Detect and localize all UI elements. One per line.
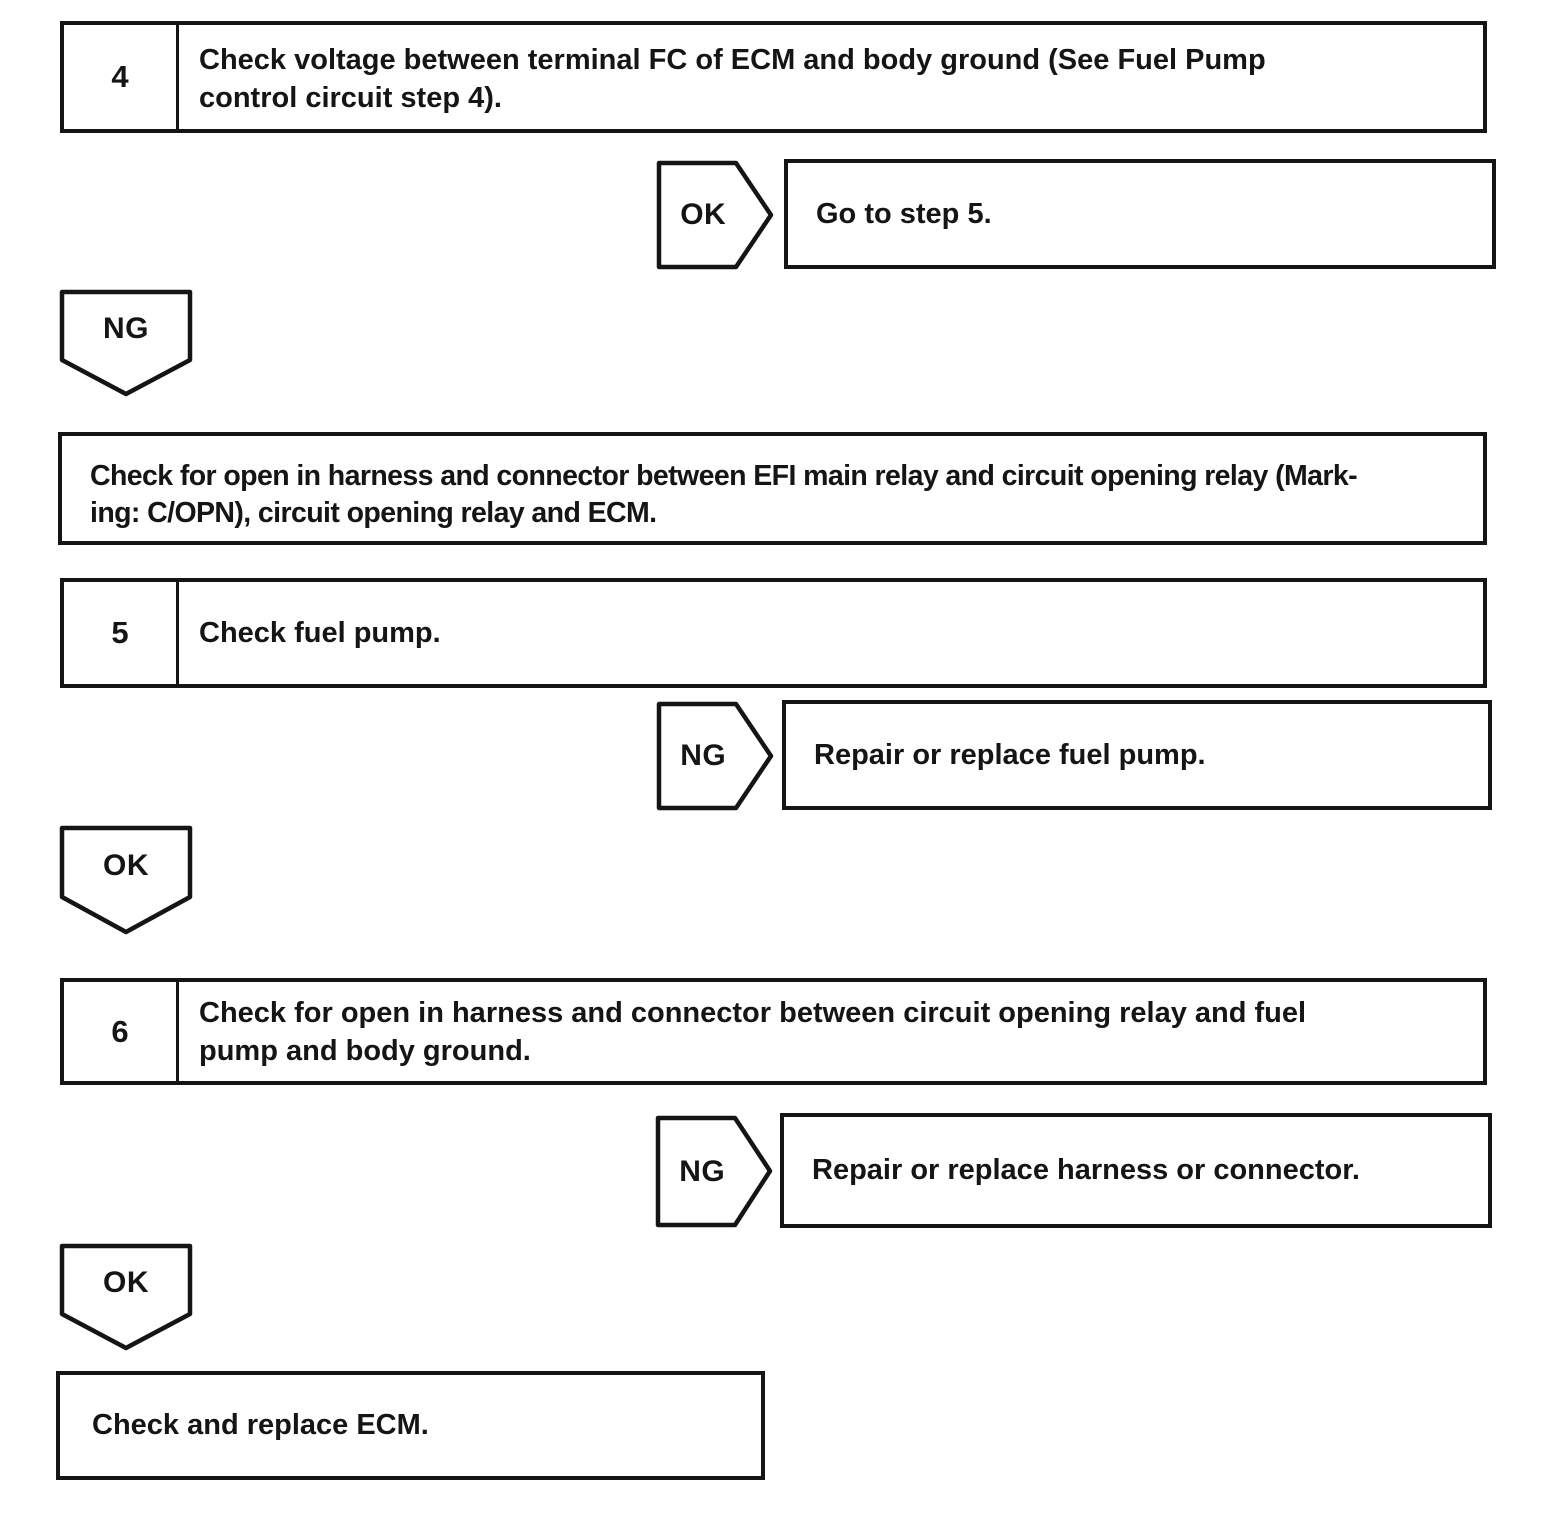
step-4-text: Check voltage between terminal FC of ECM… <box>179 25 1483 129</box>
ok-down-label: OK <box>103 1266 149 1300</box>
check-open-harness-efi-box: Check for open in harness and connector … <box>58 432 1487 545</box>
ng-down-label: NG <box>103 312 149 346</box>
down-pentagon-icon <box>59 289 193 397</box>
ok-down-pentagon-step6: OK <box>58 1242 194 1352</box>
ng-branch-pentagon-step6: NG <box>655 1115 773 1228</box>
step-4-number: 4 <box>64 25 179 129</box>
step-6-text-line-1: Check for open in harness and connector … <box>199 997 1307 1029</box>
step-6-text-line-2: pump and body ground. <box>199 1035 531 1067</box>
ng-branch-pentagon-step5: NG <box>656 701 774 811</box>
repair-harness-connector-box: Repair or replace harness or connector. <box>780 1113 1492 1228</box>
repair-fuel-pump-text: Repair or replace fuel pump. <box>814 738 1206 771</box>
ok-down-pentagon-step5: OK <box>58 824 194 936</box>
ng-branch-label: NG <box>680 739 727 772</box>
step-6-text: Check for open in harness and connector … <box>179 982 1483 1081</box>
right-pentagon-icon <box>655 1115 773 1228</box>
step-5-text-line-1: Check fuel pump. <box>199 617 441 649</box>
check-replace-ecm-box: Check and replace ECM. <box>56 1371 765 1480</box>
down-pentagon-icon <box>59 825 193 935</box>
step-5-box: 5 Check fuel pump. <box>60 578 1487 688</box>
ng-branch-label: NG <box>679 1154 726 1188</box>
check-open-harness-efi-line-2: ing: C/OPN), circuit opening relay and E… <box>90 497 657 529</box>
step-5-text: Check fuel pump. <box>179 582 1483 684</box>
check-replace-ecm-text: Check and replace ECM. <box>92 1409 429 1441</box>
ok-down-label: OK <box>103 848 149 882</box>
step-6-number: 6 <box>64 982 179 1081</box>
ok-branch-pentagon-step4: OK <box>656 160 774 270</box>
repair-fuel-pump-box: Repair or replace fuel pump. <box>782 700 1492 810</box>
right-pentagon-icon <box>656 160 774 270</box>
down-pentagon-icon <box>59 1243 193 1351</box>
right-pentagon-icon <box>656 701 774 811</box>
repair-harness-connector-text: Repair or replace harness or connector. <box>812 1154 1360 1186</box>
step-5-number: 5 <box>64 582 179 684</box>
check-open-harness-efi-line-1: Check for open in harness and connector … <box>90 460 1358 492</box>
step-4-text-line-2: control circuit step 4). <box>199 82 502 114</box>
go-to-step-5-box: Go to step 5. <box>784 159 1496 269</box>
step-6-box: 6 Check for open in harness and connecto… <box>60 978 1487 1085</box>
ng-down-pentagon-step4: NG <box>58 288 194 398</box>
step-4-box: 4 Check voltage between terminal FC of E… <box>60 21 1487 133</box>
ok-branch-label: OK <box>680 198 727 231</box>
go-to-step-5-text: Go to step 5. <box>816 197 992 230</box>
step-4-text-line-1: Check voltage between terminal FC of ECM… <box>199 44 1266 76</box>
